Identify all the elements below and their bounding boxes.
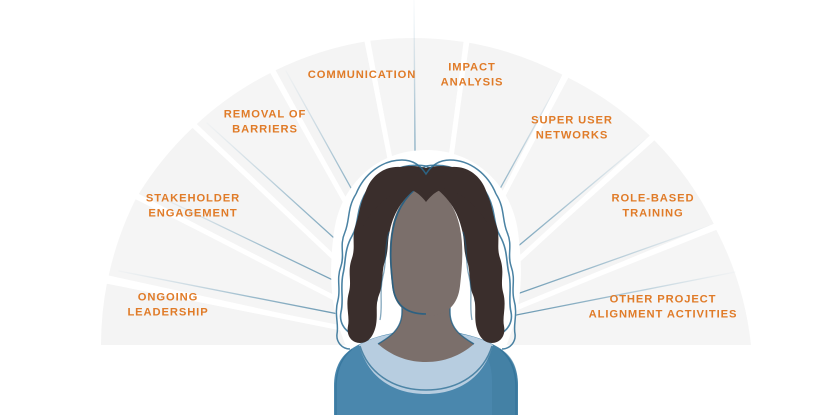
collar-outline: [359, 345, 493, 391]
shirt-edge-right: [499, 348, 517, 415]
wedge-label-stakeholder-engagement[interactable]: STAKEHOLDER ENGAGEMENT: [145, 192, 241, 220]
wedge-label-other-project-alignment-activities[interactable]: OTHER PROJECT ALIGNMENT ACTIVITIES: [588, 293, 738, 321]
face: [389, 180, 463, 316]
wedge-label-super-user-networks[interactable]: SUPER USER NETWORKS: [531, 114, 613, 142]
wedge-label-communication[interactable]: COMMUNICATION: [307, 68, 417, 81]
wedge-label-role-based-training[interactable]: ROLE-BASED TRAINING: [611, 192, 695, 220]
shirt-edge-left: [335, 348, 353, 415]
person-illustration: [331, 150, 521, 415]
hair-trace-top: [355, 159, 497, 195]
wedge-label-ongoing-leadership[interactable]: ONGOING LEADERSHIP: [127, 291, 209, 319]
hair-trace-left: [335, 193, 357, 350]
wedge-label-impact-analysis[interactable]: IMPACT ANALYSIS: [440, 61, 504, 89]
wedge-label-removal-of-barriers[interactable]: REMOVAL OF BARRIERS: [223, 108, 307, 136]
hair-mass: [359, 168, 493, 232]
face-outline: [389, 181, 427, 315]
hair-trace-right: [495, 193, 517, 350]
neck-outline: [377, 280, 475, 345]
hair-wave-lines: [379, 231, 473, 321]
